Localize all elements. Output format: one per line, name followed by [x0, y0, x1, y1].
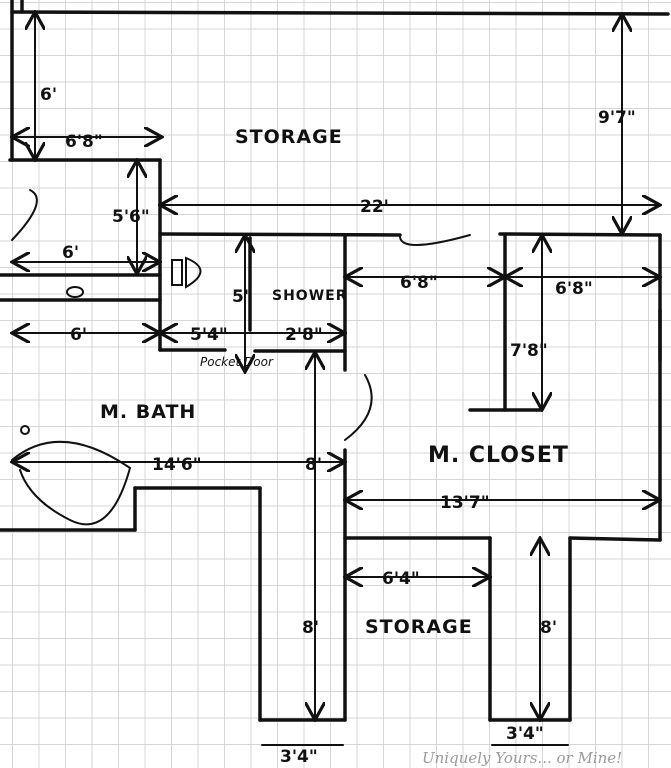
walls — [0, 0, 670, 722]
dim-label: 3'4" — [506, 724, 544, 744]
pocket-door-label: Pocket Door — [200, 355, 274, 369]
room-label-storage-bottom: STORAGE — [365, 616, 473, 638]
dim-label: 8' — [302, 618, 319, 638]
sink-icon — [66, 286, 84, 298]
room-labels: STORAGE SHOWER Pocket Door M. BATH M. CL… — [100, 126, 569, 638]
dim-label: 5' — [232, 287, 249, 307]
door-swing-arc — [399, 234, 471, 246]
room-label-master-closet: M. CLOSET — [428, 443, 569, 468]
dimension-lines — [14, 14, 658, 746]
room-label-shower: SHOWER — [272, 288, 348, 304]
dim-label: 3'4" — [280, 747, 318, 767]
tub-icon — [11, 440, 132, 526]
room-label-master-bath: M. BATH — [100, 401, 196, 423]
toilet-icon — [171, 256, 202, 289]
dim-label: 8' — [540, 618, 557, 638]
watermark: Uniquely Yours... or Mine! — [422, 749, 622, 767]
dimension-labels: 6' 6'8" 9'7" 5'6" 22' 6' 5' 6'8" 6'8" 6'… — [40, 85, 636, 767]
dim-label: 6'8" — [65, 132, 103, 152]
dim-label: 2'8" — [285, 325, 323, 345]
faucet-icon — [20, 425, 30, 435]
dim-label: 5'6" — [112, 207, 150, 227]
dim-label: 5'4" — [190, 325, 228, 345]
dim-label: 22' — [360, 197, 389, 217]
door-swing-arc — [11, 189, 38, 241]
door-swing-arc — [344, 374, 373, 441]
dim-label: 14'6" — [152, 455, 202, 475]
dim-label: 6' — [70, 325, 87, 345]
dim-label: 6'8" — [400, 273, 438, 293]
dim-label: 7'8" — [510, 341, 548, 361]
fixtures — [11, 189, 471, 526]
dim-label: 6' — [62, 243, 79, 263]
dim-label: 8' — [305, 455, 322, 475]
dim-label: 6'4" — [382, 569, 420, 589]
dim-label: 6' — [40, 85, 57, 105]
dim-label: 13'7" — [440, 493, 490, 513]
room-label-storage-top: STORAGE — [235, 126, 343, 148]
dim-label: 9'7" — [598, 108, 636, 128]
dim-label: 6'8" — [555, 279, 593, 299]
